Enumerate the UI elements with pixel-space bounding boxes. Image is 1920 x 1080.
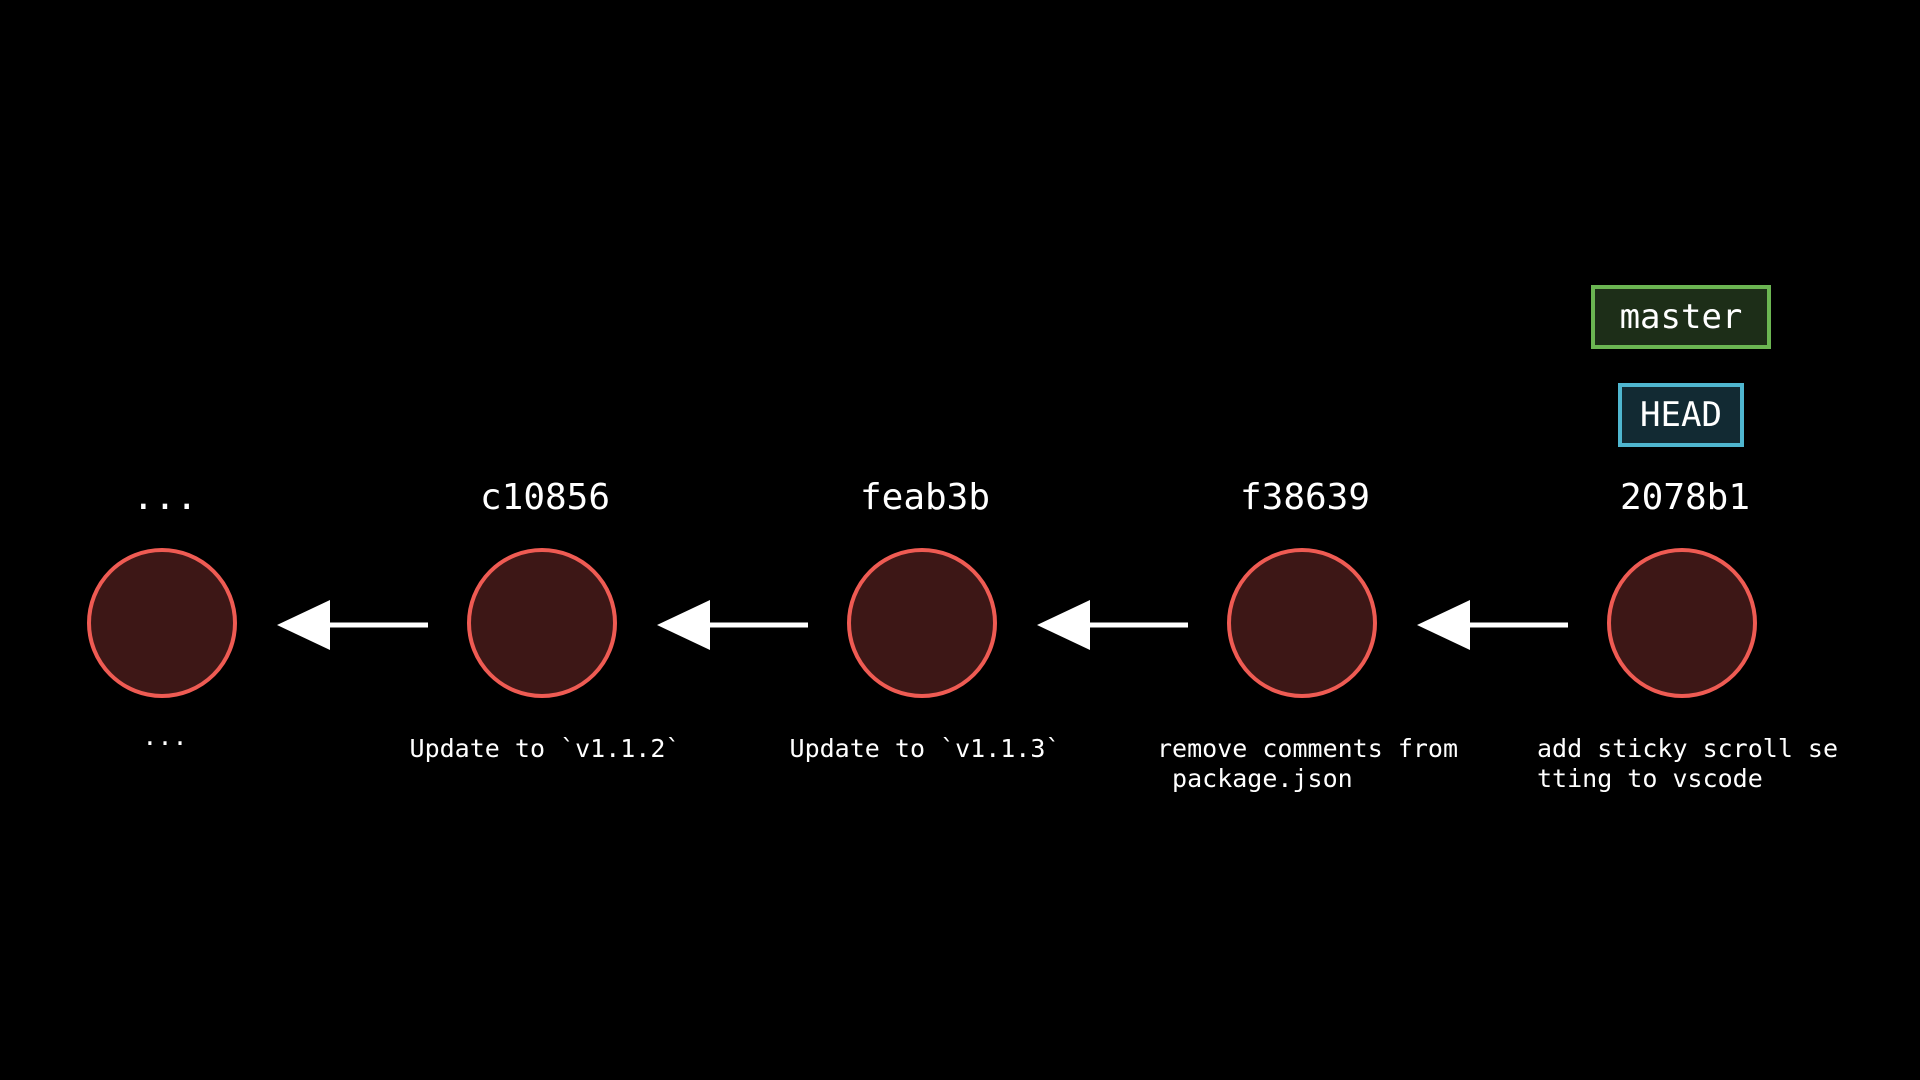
commit-ellipsis: ... ... [0, 0, 355, 1080]
arrow-feab3b-to-c10856 [657, 600, 808, 650]
commit-hash: f38639 [1239, 477, 1371, 518]
commit-message: Update to `v1.1.3` [789, 734, 1061, 763]
commit-c10856: c10856 Update to `v1.1.2` [355, 0, 735, 1080]
commit-message: ... [142, 722, 188, 751]
commit-hash: c10856 [479, 477, 611, 518]
commit-hash: feab3b [859, 477, 991, 518]
commit-node[interactable] [1607, 548, 1757, 698]
commit-message: remove comments from package.json [1157, 734, 1459, 793]
commit-2078b1: 2078b1 add sticky scroll se tting to vsc… [1495, 0, 1875, 1080]
commit-message: add sticky scroll se tting to vscode [1537, 734, 1839, 793]
commit-node[interactable] [467, 548, 617, 698]
arrow-f38639-to-feab3b [1037, 600, 1188, 650]
commit-feab3b: feab3b Update to `v1.1.3` [735, 0, 1115, 1080]
arrow-2078b1-to-f38639 [1417, 600, 1568, 650]
commit-hash: 2078b1 [1619, 477, 1751, 518]
arrow-c10856-to-ellipsis [277, 600, 428, 650]
commit-hash: ... [132, 477, 198, 518]
commit-message: Update to `v1.1.2` [409, 734, 681, 763]
commit-node[interactable] [1227, 548, 1377, 698]
commit-f38639: f38639 remove comments from package.json [1115, 0, 1495, 1080]
branch-label-master[interactable]: master [1591, 285, 1771, 349]
commit-node[interactable] [847, 548, 997, 698]
commit-node[interactable] [87, 548, 237, 698]
head-pointer-label[interactable]: HEAD [1618, 383, 1744, 447]
